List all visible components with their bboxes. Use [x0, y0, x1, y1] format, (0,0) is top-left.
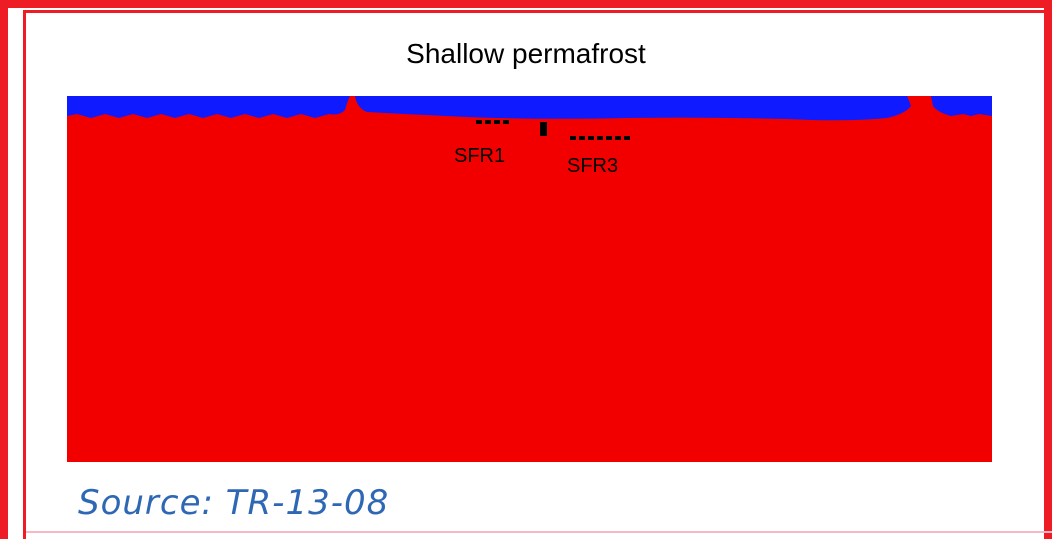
sfr3-label: SFR3 [567, 155, 619, 177]
sfr3-vault [579, 136, 585, 140]
source-caption: Source: TR-13-08 [78, 483, 390, 523]
permafrost-layer-middle [355, 96, 911, 121]
sfr3-vault [570, 136, 576, 140]
sfr3-vault [588, 136, 594, 140]
permafrost-layer-right [931, 96, 992, 116]
sfr1-label: SFR1 [454, 145, 506, 167]
frame-inner-line-left [23, 10, 26, 539]
sfr1-vault [503, 120, 509, 124]
sfr1-repository [476, 120, 509, 124]
sfr3-vault [597, 136, 603, 140]
sfr3-vault [624, 136, 630, 140]
frame-bottom-line [26, 531, 1052, 533]
permafrost-cross-section [67, 96, 992, 462]
silo [540, 122, 547, 136]
unfrozen-ground [67, 96, 992, 462]
permafrost-layer-left [67, 96, 350, 118]
sfr1-vault [485, 120, 491, 124]
sfr1-vault [476, 120, 482, 124]
sfr1-vault [494, 120, 500, 124]
figure-title: Shallow permafrost [406, 38, 646, 69]
sfr3-vault [615, 136, 621, 140]
frame-inner-line-top [23, 10, 1052, 13]
sfr3-repository [570, 136, 630, 140]
sfr3-vault [606, 136, 612, 140]
